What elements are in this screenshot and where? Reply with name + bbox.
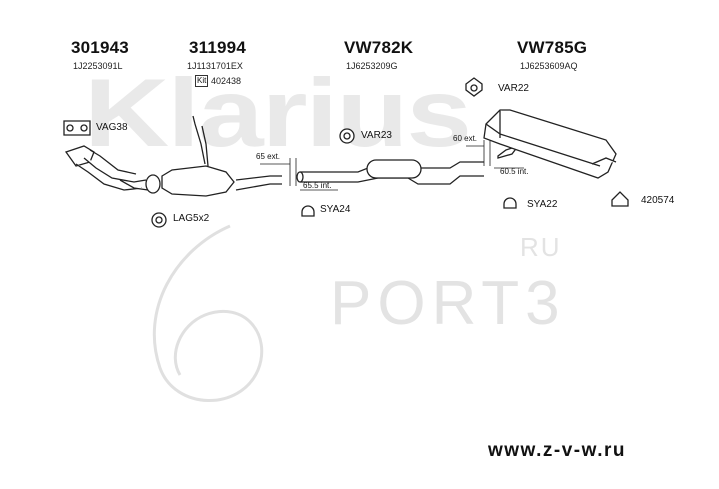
oem-number-1J6253609AQ: 1J6253609AQ [520,61,578,71]
middle-pipe-icon [296,159,484,185]
kit-badge: Kit [195,75,209,87]
kit-code: 402438 [211,76,242,86]
site-url: www.z-v-w.ru [488,440,626,461]
part-number-VW785G: VW785G [517,38,588,57]
ring-lag5x2-icon [151,212,167,228]
catalytic-converter-icon [145,115,282,197]
part-number-301943: 301943 [71,38,129,57]
part-number-311994: 311994 [189,38,246,57]
label-420574: 420574 [641,195,675,206]
label-vag38: VAG38 [96,122,128,133]
oem-number-1J2253091L: 1J2253091L [73,61,123,71]
gasket-vag38-icon [63,120,91,136]
dim-65ext-line [260,158,297,186]
hanger-var23-icon [339,128,355,144]
klarius-watermark: Klarius [84,59,472,168]
label-lag5x2: LAG5x2 [173,213,210,224]
label-sya22: SYA22 [527,199,558,210]
rear-muffler-icon [483,109,617,179]
label-var23: VAR23 [361,130,392,141]
clamp-sya24-icon [301,205,315,217]
part-number-VW782K: VW782K [344,38,414,57]
label-var22: VAR22 [498,83,529,94]
clamp-sya22-icon [503,197,517,209]
front-pipe-icon [64,145,149,191]
dim-65ext: 65 ext. [256,152,281,161]
dim-60ext-line [466,140,491,166]
oem-number-1J1131701EX: 1J1131701EX [187,61,243,71]
dim-60ext: 60 ext. [453,134,478,143]
label-sya24: SYA24 [320,204,351,215]
ports-watermark-text: PORT3 [330,269,566,338]
clamp-420574-icon [611,191,629,207]
oem-number-1J6253209G: 1J6253209G [346,61,398,71]
dim-655int: 65.5 int. [303,181,332,190]
dim-605int: 60.5 int. [500,167,529,176]
hanger-var22-icon [465,77,483,97]
ports-watermark-suffix: RU [520,232,562,262]
